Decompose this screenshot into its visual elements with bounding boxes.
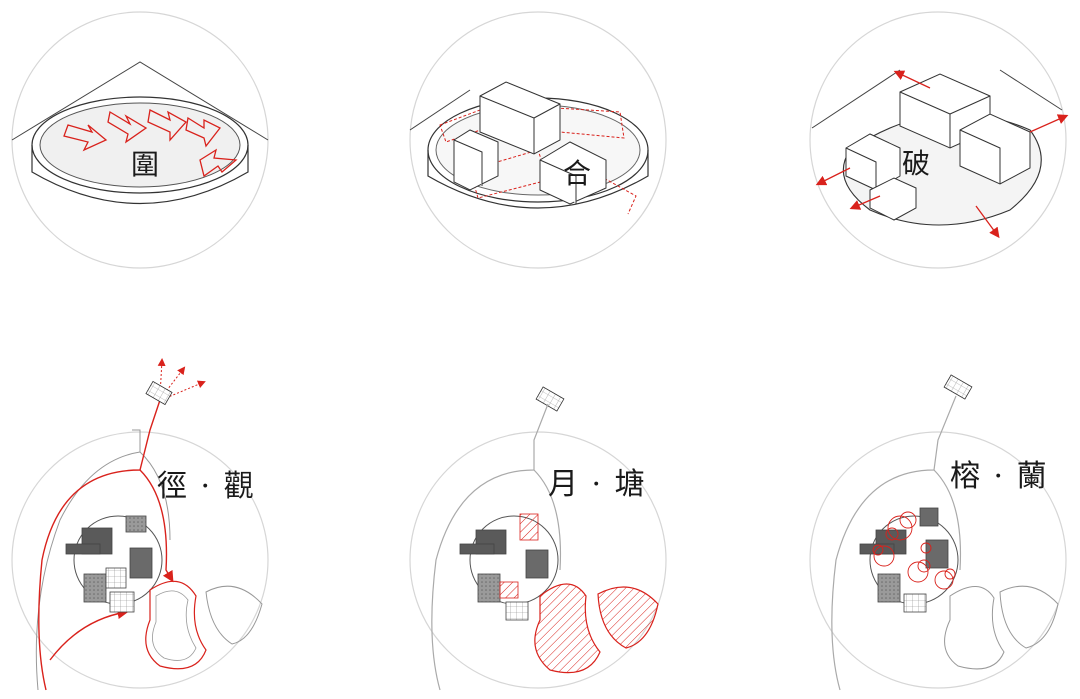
panel-combine	[409, 11, 667, 269]
label-path-view: 徑 · 觀	[157, 469, 256, 504]
label-enclose: 圍	[131, 148, 160, 181]
panel-enclose	[11, 11, 269, 269]
panel-banyan-orchid	[809, 374, 1067, 691]
label-break: 破	[902, 147, 931, 180]
panel-path-view	[11, 358, 269, 691]
label-combine: 合	[563, 157, 592, 190]
panel-moon-pond	[409, 386, 667, 691]
label-moon-pond: 月 · 塘	[548, 467, 647, 502]
panel-break	[809, 11, 1069, 269]
label-banyan-orchid: 榕 · 蘭	[950, 459, 1049, 494]
